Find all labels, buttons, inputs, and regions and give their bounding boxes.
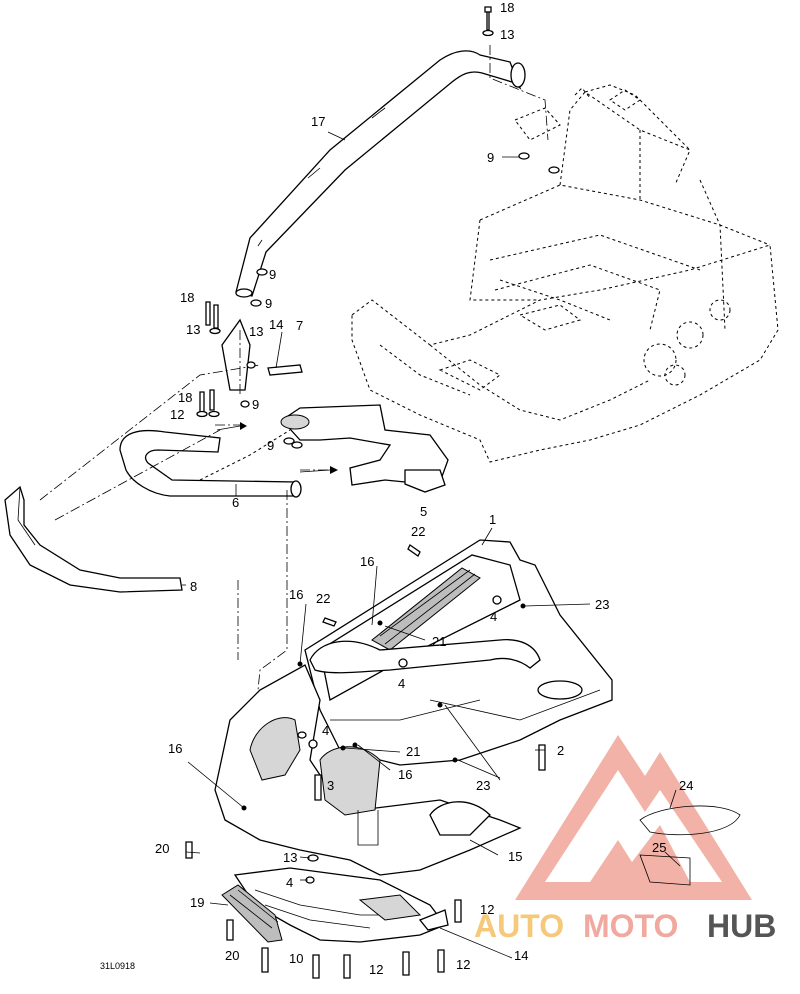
callout-16: 16 xyxy=(289,587,303,602)
callout-21: 21 xyxy=(432,634,446,649)
callout-22: 22 xyxy=(316,591,330,606)
mount-bracket xyxy=(221,318,303,391)
callout-9: 9 xyxy=(487,150,494,165)
chassis-frame xyxy=(351,84,779,463)
callout-6: 6 xyxy=(232,495,239,510)
watermark-logo xyxy=(515,735,752,900)
callout-9: 9 xyxy=(267,438,274,453)
callout-20: 20 xyxy=(155,841,169,856)
callout-13: 13 xyxy=(186,322,200,337)
callout-16: 16 xyxy=(168,741,182,756)
fasteners xyxy=(185,6,560,979)
callout-3: 3 xyxy=(327,778,334,793)
callout-18: 18 xyxy=(180,290,194,305)
callout-labels: 18 13 17 9 9 18 9 13 13 14 7 18 9 12 9 6… xyxy=(100,0,693,977)
callout-19: 19 xyxy=(190,895,204,910)
decals xyxy=(639,789,741,886)
callout-16: 16 xyxy=(398,767,412,782)
belly-pan xyxy=(304,539,613,766)
callout-12: 12 xyxy=(369,962,383,977)
callout-4: 4 xyxy=(490,609,497,624)
callout-9: 9 xyxy=(269,267,276,282)
callout-13: 13 xyxy=(283,850,297,865)
callout-4: 4 xyxy=(322,723,329,738)
callout-10: 10 xyxy=(289,951,303,966)
watermark-wordmark: AUTO MOTO HUB xyxy=(474,908,776,944)
callout-18: 18 xyxy=(178,390,192,405)
callout-14: 14 xyxy=(514,948,528,963)
callout-4: 4 xyxy=(286,875,293,890)
callout-1: 1 xyxy=(489,512,496,527)
callout-18: 18 xyxy=(500,0,514,15)
callout-12: 12 xyxy=(456,957,470,972)
front-bumper xyxy=(119,429,302,498)
callout-16: 16 xyxy=(360,554,374,569)
skid-plate xyxy=(233,867,449,943)
callout-12: 12 xyxy=(480,902,494,917)
direction-arrows xyxy=(216,422,338,474)
callout-24: 24 xyxy=(679,778,693,793)
callout-13: 13 xyxy=(500,27,514,42)
callout-9: 9 xyxy=(252,397,259,412)
lower-pan xyxy=(214,664,522,876)
callout-14: 14 xyxy=(269,317,283,332)
watermark-word-3: HUB xyxy=(707,908,776,944)
callout-23: 23 xyxy=(595,597,609,612)
watermark-word-1: AUTO xyxy=(474,908,564,944)
callout-13: 13 xyxy=(249,324,263,339)
callout-5: 5 xyxy=(420,504,427,519)
callout-21: 21 xyxy=(406,744,420,759)
callout-9: 9 xyxy=(265,296,272,311)
callout-17: 17 xyxy=(311,114,325,129)
drawing-code: 31L0918 xyxy=(100,961,135,971)
callout-20: 20 xyxy=(225,948,239,963)
steering-tube xyxy=(235,50,526,298)
steering-column xyxy=(280,404,449,493)
front-ski-bumper xyxy=(4,485,183,593)
callout-4: 4 xyxy=(398,676,405,691)
callout-23: 23 xyxy=(476,778,490,793)
callout-8: 8 xyxy=(190,579,197,594)
front-grille xyxy=(221,884,283,943)
leader-lines xyxy=(182,131,591,959)
callout-22: 22 xyxy=(411,524,425,539)
callout-15: 15 xyxy=(508,849,522,864)
callout-7: 7 xyxy=(296,318,303,333)
assembly-lines xyxy=(39,45,549,691)
watermark-word-2: MOTO xyxy=(583,908,678,944)
callout-12: 12 xyxy=(170,407,184,422)
callout-25: 25 xyxy=(652,840,666,855)
callout-2: 2 xyxy=(557,743,564,758)
